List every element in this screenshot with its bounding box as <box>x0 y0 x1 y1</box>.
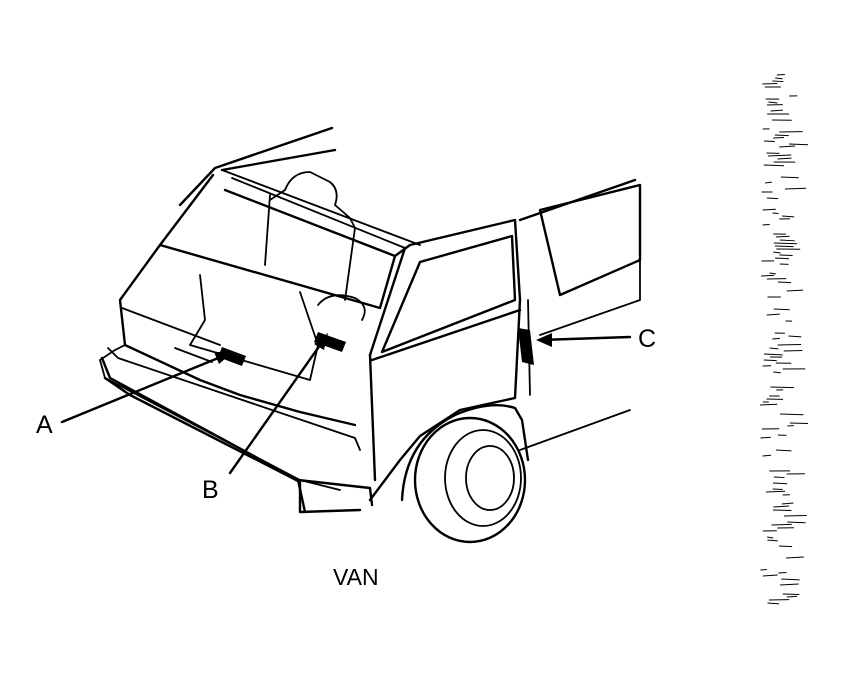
diagram-caption: VAN <box>333 564 379 590</box>
noise-dash <box>771 523 792 526</box>
noise-dash <box>772 509 792 512</box>
steering-wheel <box>317 294 366 321</box>
noise-dash <box>786 556 804 559</box>
component-c-marker <box>518 328 534 365</box>
noise-dash <box>770 386 795 389</box>
noise-dash <box>772 482 788 485</box>
noise-dash <box>780 413 804 416</box>
noise-dash <box>763 164 785 167</box>
van-illustration <box>99 126 642 544</box>
noise-dash <box>762 223 770 226</box>
noise-dash <box>773 251 781 254</box>
noise-dash <box>786 289 804 292</box>
component-b-marker <box>314 332 346 352</box>
noise-dash <box>766 490 786 493</box>
noise-dash <box>784 187 807 190</box>
noise-dash <box>767 602 780 605</box>
noise-dash <box>775 77 783 80</box>
arrowhead-a-icon <box>214 352 233 364</box>
noise-dash <box>763 359 777 362</box>
noise-dash <box>762 574 778 577</box>
noise-dash <box>773 136 784 139</box>
noise-dash <box>782 215 795 218</box>
noise-dash <box>760 403 778 406</box>
noise-dash <box>787 521 806 524</box>
callout-a: A <box>36 352 233 439</box>
noise-dash <box>775 235 790 238</box>
noise-dash <box>777 157 792 160</box>
noise-dash <box>760 568 767 571</box>
noise-dash <box>780 176 799 179</box>
noise-dash <box>779 583 799 586</box>
noise-dash <box>774 134 789 137</box>
noise-dash <box>770 109 783 112</box>
noise-dash <box>778 545 793 548</box>
noise-dash <box>764 181 772 184</box>
callout-b: B <box>202 333 328 504</box>
noise-dash <box>773 308 790 311</box>
noise-dash <box>768 101 778 104</box>
liftgate <box>118 243 357 427</box>
noise-dash <box>775 449 792 452</box>
noise-dash <box>777 281 792 284</box>
callout-label-b: B <box>202 476 219 504</box>
rear-seat <box>264 171 356 301</box>
noise-dash <box>786 595 797 598</box>
noise-dash <box>779 239 795 242</box>
noise-dash <box>779 145 796 148</box>
side-panel <box>368 218 522 502</box>
noise-dash <box>776 73 785 76</box>
noise-dash <box>769 272 776 275</box>
noise-dash <box>766 197 779 200</box>
noise-dash <box>766 313 780 316</box>
noise-dash <box>774 245 794 248</box>
noise-dash <box>782 593 800 596</box>
rear-wheel <box>400 404 530 544</box>
noise-dash <box>772 212 779 215</box>
rear-side-window <box>538 183 642 297</box>
noise-dash <box>775 257 790 260</box>
noise-dash <box>762 208 776 211</box>
noise-dash <box>788 335 802 338</box>
noise-dash <box>772 80 784 83</box>
noise-dash <box>789 422 809 425</box>
noise-dash <box>760 436 771 439</box>
noise-dash <box>781 578 800 581</box>
noise-dash <box>767 536 774 539</box>
noise-dash <box>761 274 775 277</box>
noise-dash <box>789 143 809 146</box>
van-roof <box>178 126 337 207</box>
noise-dash <box>763 140 775 143</box>
side-window <box>380 234 517 354</box>
noise-dash <box>767 539 778 542</box>
rear-bumper <box>100 356 374 514</box>
noise-dash <box>783 514 807 517</box>
noise-dash <box>772 488 783 491</box>
noise-dash <box>773 505 790 508</box>
noise-dash <box>773 242 798 245</box>
noise-dash <box>767 154 792 157</box>
callout-c: C <box>536 325 656 353</box>
noise-dash <box>769 347 779 350</box>
callout-label-a: A <box>36 411 53 439</box>
noise-dash <box>762 454 772 457</box>
noise-dash <box>781 502 794 505</box>
noise-dash <box>762 82 778 85</box>
callout-label-c: C <box>638 325 656 353</box>
noise-dash <box>772 337 780 340</box>
noise-dash <box>763 353 783 356</box>
noise-dash <box>773 371 781 374</box>
rear-window <box>158 173 397 310</box>
scan-noise-strip <box>760 73 809 605</box>
arrowhead-b-icon <box>314 333 328 350</box>
noise-dash <box>779 254 793 257</box>
noise-dash <box>773 476 785 479</box>
component-a-marker <box>218 347 246 366</box>
arrowhead-c-icon <box>536 333 552 347</box>
